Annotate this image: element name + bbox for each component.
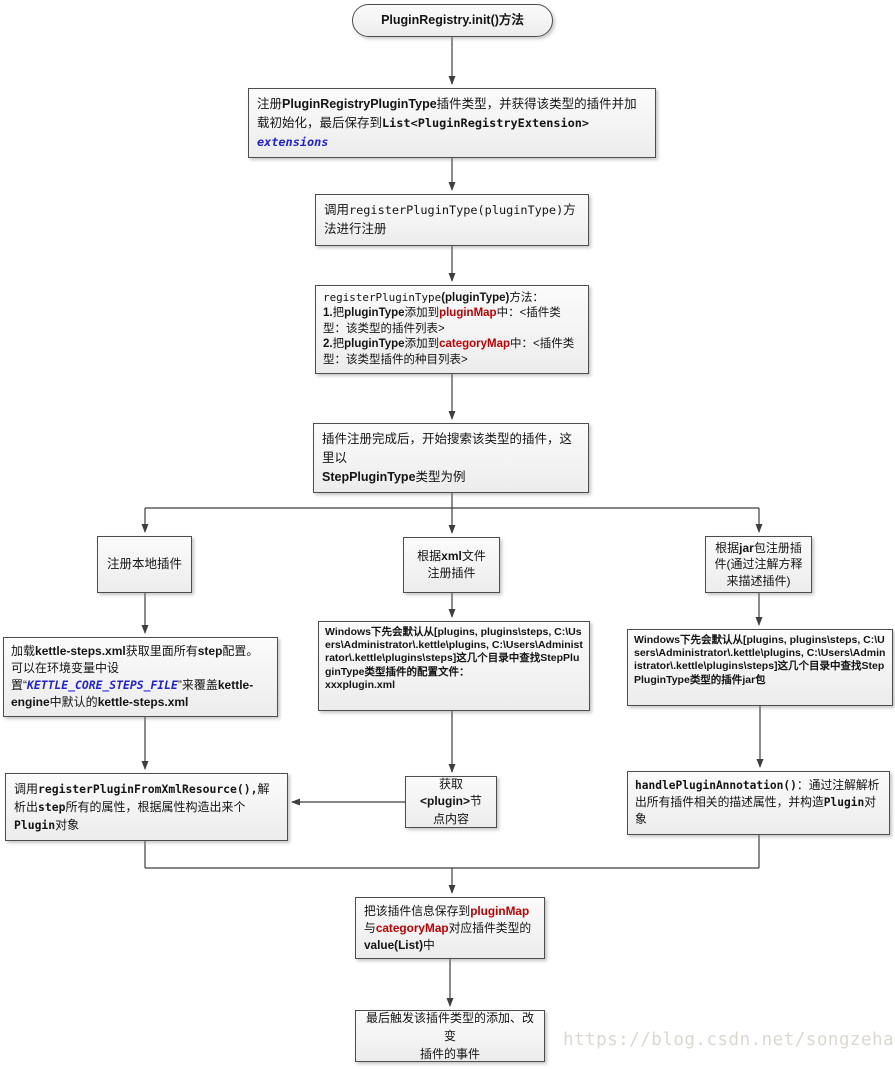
node-text: 调用registerPluginType(pluginType)方法进行注册 (324, 203, 576, 236)
node-text: Windows下先会默认从[plugins, plugins\steps, C:… (634, 634, 886, 686)
node-text: PluginRegistry.init()方法 (381, 13, 524, 28)
node-text: 把该插件信息保存到pluginMap与categoryMap对应插件类型的val… (364, 904, 532, 952)
node-text: 注册PluginRegistryPluginType插件类型，并获得该类型的插件… (257, 97, 637, 149)
node-text: Windows下先会默认从[plugins, plugins\steps, C:… (325, 626, 583, 691)
node-branch-xml: 根据xml文件注册插件 (403, 537, 500, 593)
node-register-from-xml: 调用registerPluginFromXmlResource(),解析出ste… (5, 773, 288, 842)
node-text: 根据xml文件注册插件 (417, 549, 486, 580)
node-start: PluginRegistry.init()方法 (352, 4, 553, 37)
node-text: registerPluginType(pluginType)方法： 1.把plu… (323, 291, 575, 366)
node-xml-search-dirs: Windows下先会默认从[plugins, plugins\steps, C:… (318, 621, 590, 711)
node-text: handlePluginAnnotation()：通过注解解析出所有插件相关的描… (635, 778, 880, 827)
node-text: 获取<plugin>节点内容 (419, 776, 483, 826)
node-branch-jar: 根据jar包注册插件(通过注解方释来描述插件) (705, 536, 812, 593)
node-handle-annotation: handlePluginAnnotation()：通过注解解析出所有插件相关的描… (627, 771, 890, 835)
node-call-register: 调用registerPluginType(pluginType)方法进行注册 (315, 194, 589, 246)
node-search-plugins: 插件注册完成后，开始搜索该类型的插件，这里以 StepPluginType类型为… (313, 423, 589, 494)
node-get-plugin-node: 获取<plugin>节点内容 (405, 776, 497, 828)
node-text: 插件注册完成后，开始搜索该类型的插件，这里以 StepPluginType类型为… (322, 432, 573, 484)
node-text: 加载kettle-steps.xml获取里面所有step配置。可以在环境变量中设… (11, 644, 259, 710)
node-register-method-detail: registerPluginType(pluginType)方法： 1.把plu… (315, 285, 589, 375)
node-text: 调用registerPluginFromXmlResource(),解析出ste… (14, 782, 270, 833)
node-branch-local: 注册本地插件 (97, 536, 192, 593)
node-text: 根据jar包注册插件(通过注解方释来描述插件) (714, 541, 803, 588)
node-text: 最后触发该插件类型的添加、改变 插件的事件 (365, 1011, 534, 1061)
watermark: https://blog.csdn.net/songzehao (563, 1030, 895, 1050)
node-load-kettle-steps: 加载kettle-steps.xml获取里面所有step配置。可以在环境变量中设… (3, 637, 278, 718)
node-jar-search-dirs: Windows下先会默认从[plugins, plugins\steps, C:… (627, 629, 893, 706)
node-fire-events: 最后触发该插件类型的添加、改变 插件的事件 (355, 1010, 545, 1062)
node-text: 注册本地插件 (106, 557, 182, 572)
node-save-to-maps: 把该插件信息保存到pluginMap与categoryMap对应插件类型的val… (355, 897, 545, 960)
node-register-plugin-type: 注册PluginRegistryPluginType插件类型，并获得该类型的插件… (248, 88, 656, 159)
